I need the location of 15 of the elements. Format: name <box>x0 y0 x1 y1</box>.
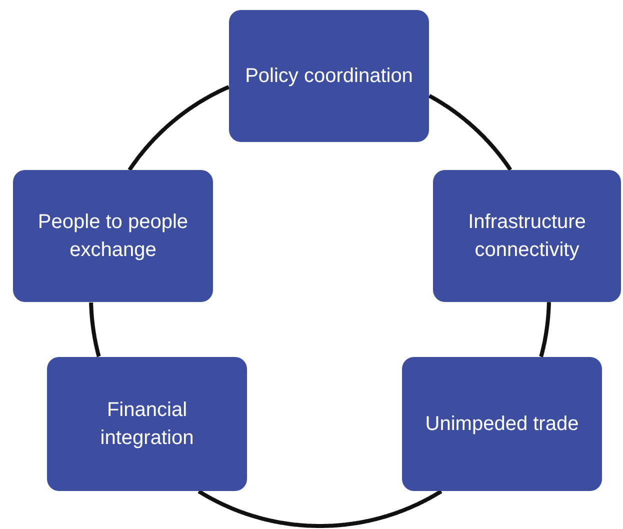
box-label: People to people exchange <box>36 210 190 263</box>
connector-arc <box>428 94 512 172</box>
process-box <box>402 357 602 491</box>
connector-arc <box>539 300 551 358</box>
connector-arc <box>198 490 442 528</box>
box-label: Infrastructure connectivity <box>467 210 587 263</box>
box-label: Unimpeded trade <box>425 412 579 437</box>
process-box <box>13 170 213 302</box>
process-box <box>229 10 429 142</box>
connector-arc <box>89 301 101 358</box>
process-box <box>47 357 247 491</box>
process-box <box>433 170 621 302</box>
connector-arc <box>128 85 230 172</box>
box-label: Policy coordination <box>245 64 413 89</box>
box-label: Financial integration <box>99 398 195 451</box>
